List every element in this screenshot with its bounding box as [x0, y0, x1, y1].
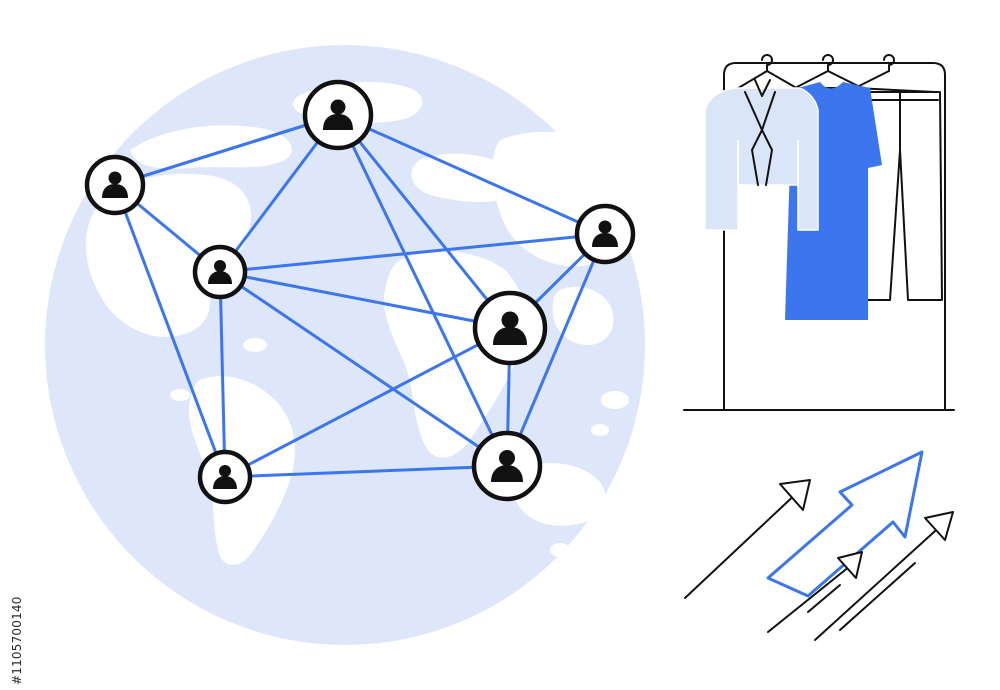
network-link — [336, 113, 509, 468]
network-link — [223, 326, 512, 479]
arrow-up-right-icon — [766, 450, 924, 598]
user-node-4 — [574, 203, 636, 265]
network-link — [336, 113, 607, 236]
user-icon — [592, 220, 618, 247]
arrow-up-right-icon — [684, 479, 811, 599]
network-nodes — [84, 79, 636, 505]
network-link — [218, 270, 509, 468]
user-icon — [491, 450, 523, 482]
hanger-icon — [854, 54, 936, 93]
hanger-icon — [794, 54, 863, 89]
user-node-6 — [197, 449, 253, 505]
network-link — [218, 270, 512, 330]
user-icon — [102, 171, 128, 198]
growth-arrows — [684, 450, 954, 641]
user-icon — [208, 260, 232, 284]
network-link — [113, 183, 227, 479]
user-node-7 — [471, 430, 543, 502]
stock-id-label: #1105700140 — [10, 596, 24, 685]
user-icon — [323, 99, 353, 130]
user-node-5 — [472, 290, 548, 366]
suit-jacket-icon — [704, 79, 819, 231]
user-node-3 — [192, 244, 248, 300]
clothes-rack-icon — [683, 54, 955, 411]
network-link — [113, 113, 340, 187]
arrow-up-right-icon — [814, 511, 954, 641]
network-link — [218, 270, 227, 479]
arrow-up-right-icon — [767, 551, 863, 633]
user-icon — [493, 311, 527, 345]
user-icon — [213, 465, 237, 489]
user-node-1 — [302, 79, 374, 151]
user-node-2 — [84, 154, 146, 216]
network-link — [218, 232, 607, 274]
network-link — [223, 464, 509, 479]
network-link — [505, 232, 607, 468]
network-link — [336, 113, 512, 330]
